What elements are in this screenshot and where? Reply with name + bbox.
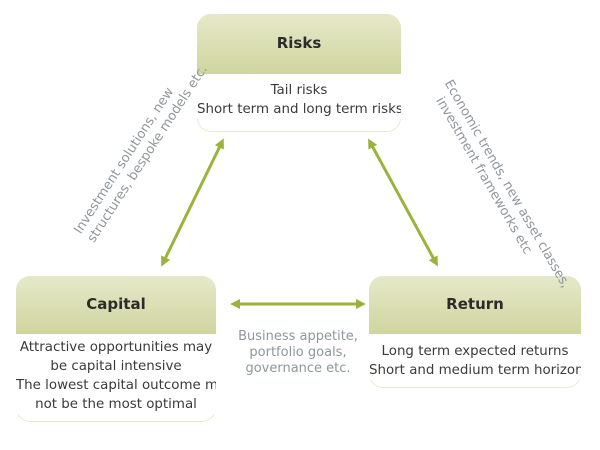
node-capital-header: Capital <box>16 276 216 334</box>
node-return-title: Return <box>446 295 504 313</box>
annotation-bottom-line: Business appetite, <box>238 329 358 344</box>
arrow-risks-capital <box>161 138 224 267</box>
node-risks-line: Short term and long term risks <box>197 102 401 117</box>
node-return-line: Long term expected returns <box>381 344 569 359</box>
node-risks-title: Risks <box>276 34 322 52</box>
node-risks: Risks Tail risks Short term and long ter… <box>197 14 401 132</box>
node-risks-body: Tail risks Short term and long term risk… <box>197 74 401 119</box>
node-capital-line: be capital intensive <box>50 359 182 374</box>
node-risks-line: Tail risks <box>270 83 328 98</box>
node-capital: Capital Attractive opportunities may be … <box>16 276 216 422</box>
arrow-risks-return <box>368 138 438 267</box>
node-risks-header: Risks <box>197 14 401 74</box>
node-return-line: Short and medium term horizons <box>369 363 581 378</box>
node-capital-title: Capital <box>86 295 146 313</box>
node-capital-body: Attractive opportunities may be capital … <box>16 334 216 414</box>
annotation-bottom: Business appetite, portfolio goals, gove… <box>228 329 368 377</box>
annotation-bottom-line: portfolio goals, <box>249 345 347 360</box>
node-capital-line: The lowest capital outcome may <box>16 378 216 393</box>
node-return: Return Long term expected returns Short … <box>369 276 581 388</box>
node-capital-line: not be the most optimal <box>35 397 197 412</box>
node-return-header: Return <box>369 276 581 334</box>
annotation-bottom-line: governance etc. <box>245 361 351 376</box>
node-return-body: Long term expected returns Short and med… <box>369 334 581 380</box>
node-capital-line: Attractive opportunities may <box>19 340 213 355</box>
